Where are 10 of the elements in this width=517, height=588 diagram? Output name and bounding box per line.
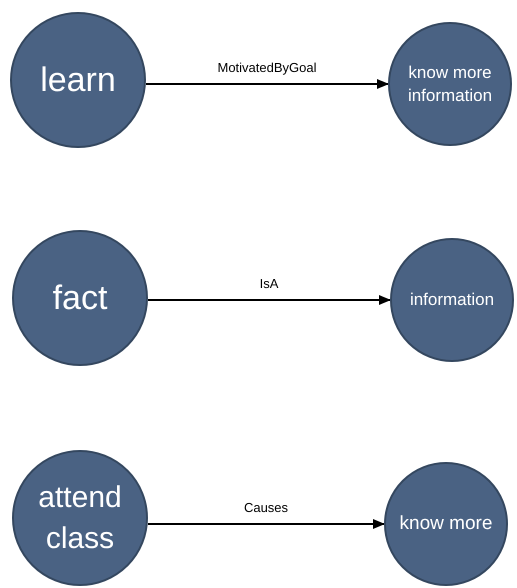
arrow [148,295,391,305]
concept-label: attend class [37,480,123,557]
concept-label: fact [52,278,108,319]
concept-label: know more [400,512,492,536]
concept-label: know more information [406,62,494,107]
arrow [146,79,389,89]
concept-label: learn [40,60,116,101]
arrow [148,519,385,529]
concept-label: information [410,289,494,312]
edge-label: MotivatedByGoal [216,60,318,76]
